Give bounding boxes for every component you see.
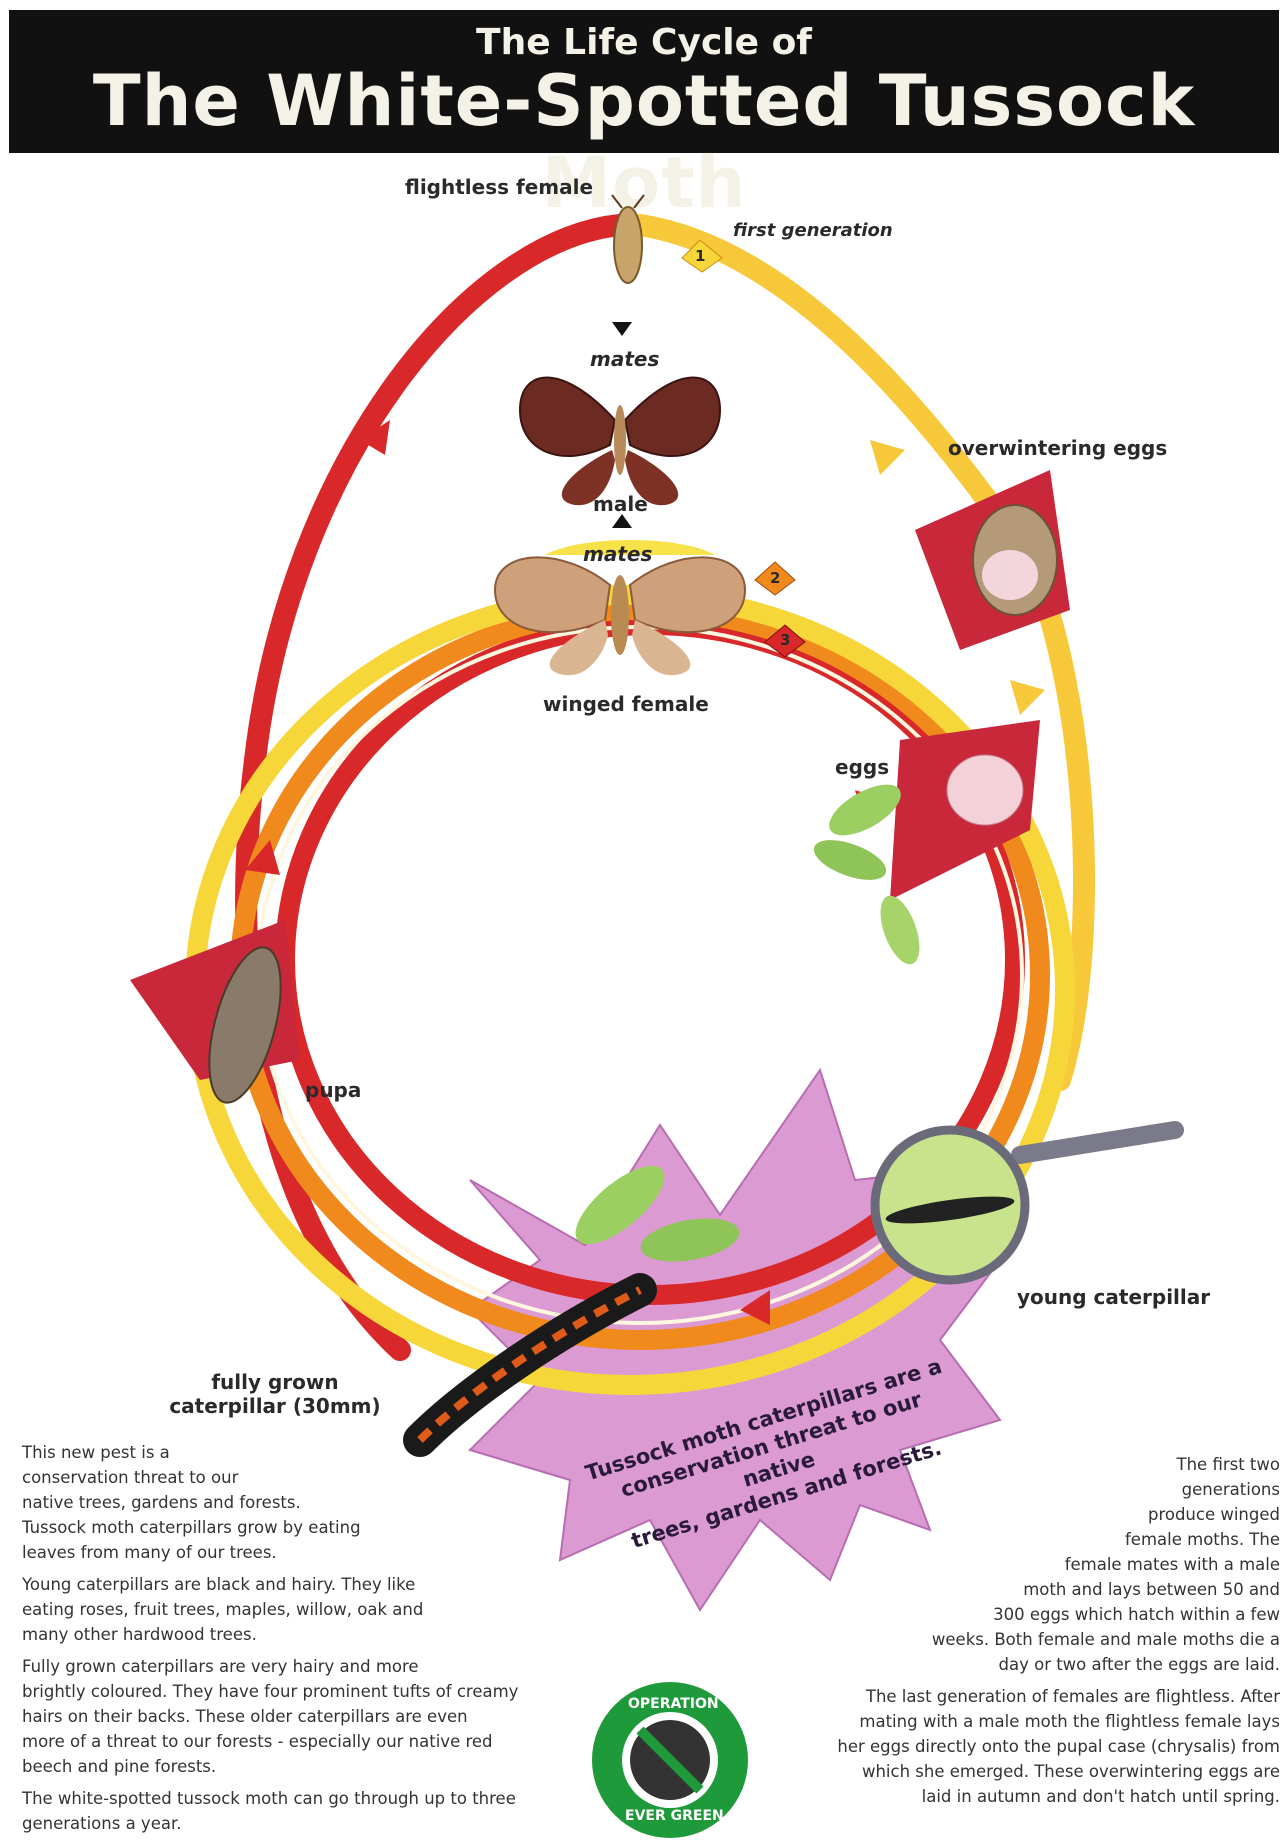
label-eggs: eggs: [835, 755, 889, 779]
logo-bottom-text: EVER GREEN: [625, 1808, 724, 1824]
left-description: This new pest is a conservation threat t…: [22, 1440, 602, 1843]
down-arrow-icon: [612, 322, 632, 336]
label-mates-mid: mates: [583, 542, 652, 566]
label-young-caterpillar: young caterpillar: [1017, 1285, 1210, 1309]
magnifier-illustration: [875, 1130, 1175, 1280]
male-moth-illustration: [520, 378, 720, 506]
winged-female-illustration: [495, 557, 745, 675]
right-paragraph-2: The last generation of females are fligh…: [760, 1684, 1280, 1809]
right-description: The first two generations produce winged…: [760, 1452, 1280, 1816]
label-pupa: pupa: [305, 1078, 361, 1102]
label-fully-grown-caterpillar: fully grown caterpillar (30mm): [160, 1370, 390, 1418]
label-first-generation: first generation: [733, 220, 893, 241]
gen1-number: 1: [695, 247, 705, 265]
left-paragraph-4: The white-spotted tussock moth can go th…: [22, 1786, 602, 1836]
right-paragraph-1: The first two generations produce winged…: [760, 1452, 1280, 1677]
left-paragraph-3: Fully grown caterpillars are very hairy …: [22, 1654, 602, 1779]
label-winged-female: winged female: [543, 692, 709, 716]
label-mates-top: mates: [590, 347, 659, 371]
label-male: male: [593, 492, 648, 516]
logo-top-text: OPERATION: [628, 1696, 719, 1712]
left-paragraph-2: Young caterpillars are black and hairy. …: [22, 1572, 602, 1647]
gen2-number: 2: [770, 569, 780, 587]
up-arrow-icon: [612, 514, 632, 528]
gen3-number: 3: [780, 631, 790, 649]
label-flightless-female: flightless female: [405, 175, 593, 199]
left-paragraph-1: This new pest is a conservation threat t…: [22, 1440, 602, 1565]
flightless-female-illustration: [612, 195, 644, 283]
label-overwintering-eggs: overwintering eggs: [948, 436, 1167, 460]
